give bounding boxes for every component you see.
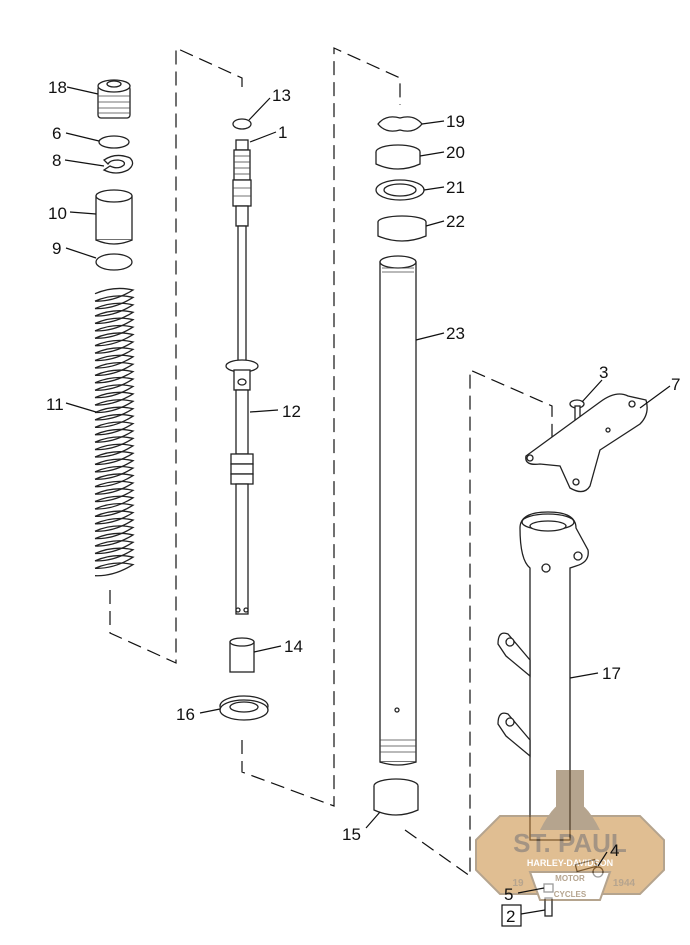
callout-7: 7 [671,375,680,394]
callout-17: 17 [602,664,621,683]
watermark-year-right: 1944 [613,878,636,889]
dealer-watermark-logo: ST. PAUL HARLEY-DAVIDSON MOTOR CYCLES 19… [475,770,665,901]
callout-21: 21 [446,178,465,197]
watermark-year-left: 19 [512,878,524,889]
part-19-ring [377,116,423,132]
part-23-fork-tube [379,255,417,766]
callout-10: 10 [48,204,67,223]
callout-4: 4 [610,841,619,860]
callout-12: 12 [282,402,301,421]
callout-labels: 18 6 8 10 9 11 13 1 12 14 16 19 20 21 22… [46,78,680,927]
callout-11: 11 [46,395,64,414]
callout-22: 22 [446,212,465,231]
assembly-dashed-lines [109,47,553,878]
part-15-bushing [373,778,419,816]
part-6-o-ring [98,135,130,149]
callout-19: 19 [446,112,465,131]
part-1-damper-rod-top [232,139,252,227]
part-21-washer [375,179,425,201]
part-18-fork-cap [97,79,131,119]
part-13-ring [232,118,252,130]
part-16-seal [219,695,269,721]
callout-2-box [501,904,522,927]
callout-3: 3 [599,363,608,382]
callout-5: 5 [504,885,513,904]
part-7-bracket [525,393,648,493]
part-12-damper-rod [225,225,259,615]
watermark-cycles: CYCLES [554,890,587,899]
part-10-spacer [95,189,133,245]
callout-15: 15 [342,825,361,844]
part-11-fork-spring [94,287,135,577]
part-14-bushing [229,637,255,673]
callout-8: 8 [52,151,61,170]
callout-1: 1 [278,123,287,142]
callout-18: 18 [48,78,67,97]
callout-2: 2 [506,907,515,926]
part-20-bushing [375,144,421,170]
callout-16: 16 [176,705,195,724]
watermark-motor: MOTOR [555,874,585,883]
watermark-brand: HARLEY-DAVIDSON [527,858,613,868]
part-8-retaining-ring [102,154,134,174]
part-22-bushing [377,215,427,242]
callout-23: 23 [446,324,465,343]
callout-13: 13 [272,86,291,105]
part-9-washer [95,253,133,271]
watermark-name: ST. PAUL [513,828,627,858]
part-17-fork-slider [497,511,589,841]
leader-lines [64,86,671,915]
callout-6: 6 [52,124,61,143]
callout-20: 20 [446,143,465,162]
callout-14: 14 [284,637,303,656]
callout-9: 9 [52,239,61,258]
